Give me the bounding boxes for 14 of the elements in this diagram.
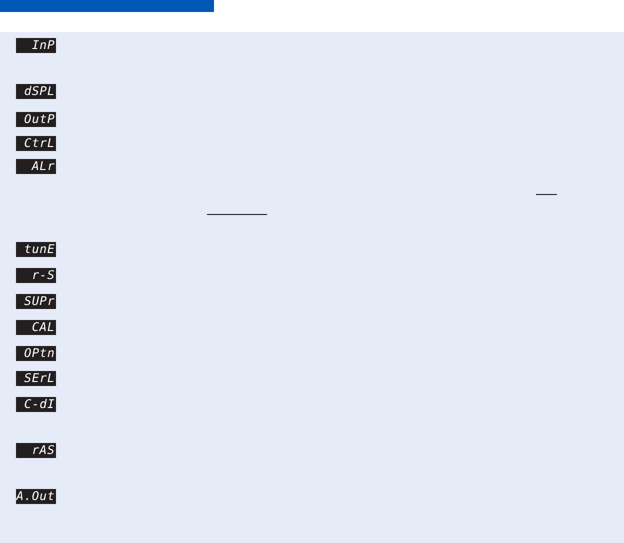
- display-code: tunE: [16, 242, 56, 257]
- display-code: SUPr: [16, 294, 56, 309]
- display-code: C-dI: [16, 397, 56, 412]
- display-code: OPtn: [16, 346, 56, 361]
- display-code: CtrL: [16, 136, 56, 151]
- display-code: dSPL: [16, 84, 56, 99]
- display-code: ALr: [16, 159, 56, 174]
- display-code: r-S: [16, 268, 56, 283]
- display-code: InP: [16, 38, 56, 53]
- display-code: A.Out: [16, 489, 56, 504]
- display-code: SErL: [16, 371, 56, 386]
- display-code: rAS: [16, 443, 56, 458]
- display-code: CAL: [16, 320, 56, 335]
- display-code: OutP: [16, 112, 56, 127]
